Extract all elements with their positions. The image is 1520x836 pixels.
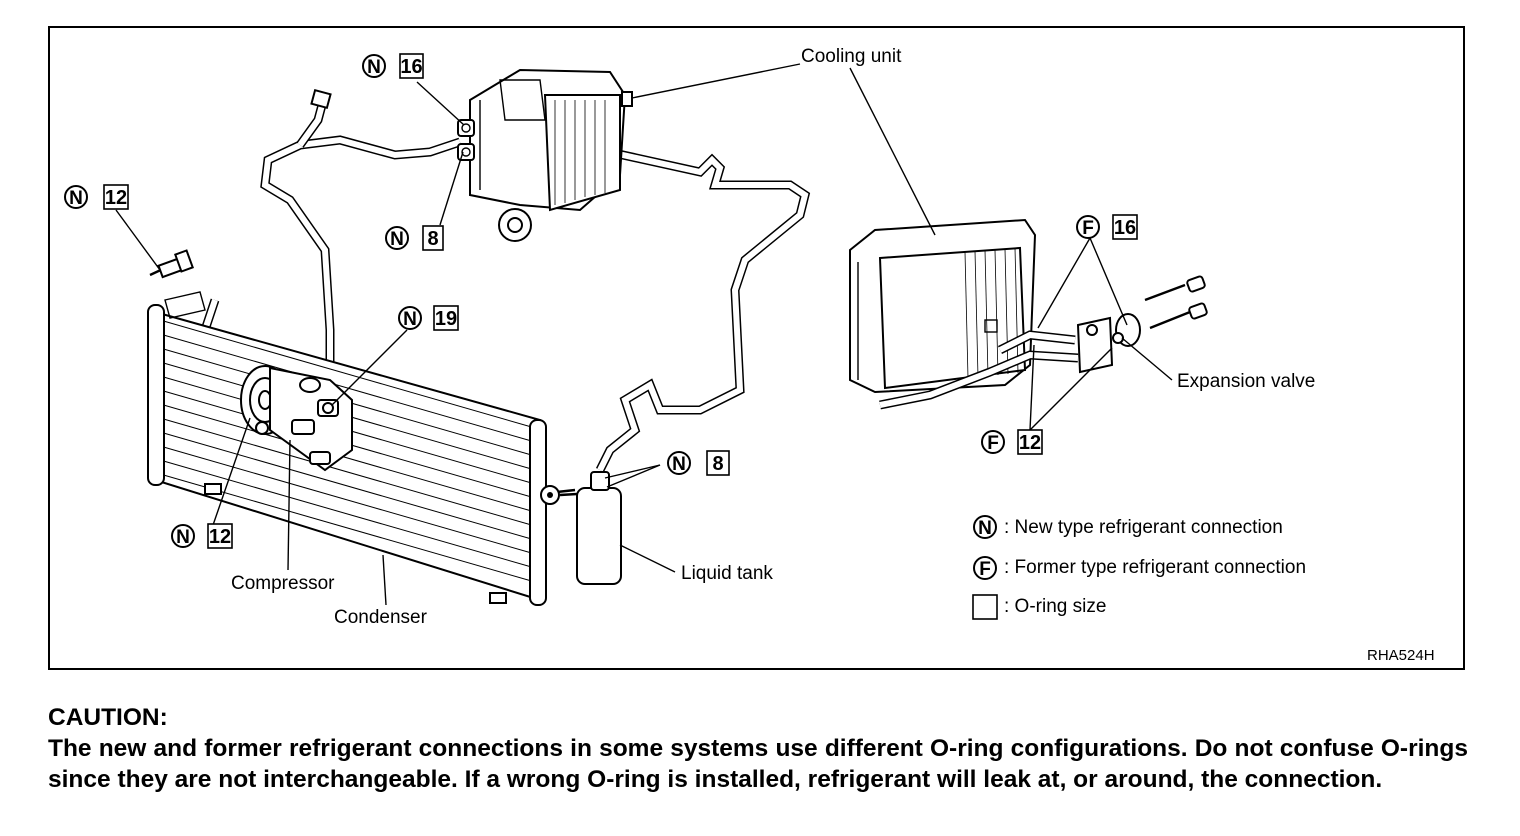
- o-ring-size: 16: [400, 56, 422, 78]
- o-ring-size: 12: [105, 187, 127, 209]
- diagram-frame: [48, 26, 1465, 670]
- o-ring-size-box: [399, 53, 424, 79]
- o-ring-size-box: [706, 450, 730, 476]
- symbol-n: N: [672, 454, 686, 475]
- leader-lines: [115, 63, 1173, 606]
- symbol-n: N: [69, 188, 83, 209]
- legend-new-symbol: [973, 515, 997, 539]
- o-ring-size: 12: [1019, 432, 1041, 454]
- legend-former-type: : Former type refrigerant connection: [1004, 557, 1306, 578]
- symbol-n: N: [176, 527, 190, 548]
- label-cooling-unit: Cooling unit: [801, 46, 902, 67]
- new-type-symbol: [64, 185, 88, 209]
- label-condenser: Condenser: [334, 607, 428, 628]
- refrigerant-connections-diagram: Cooling unit Expansion valve Compressor …: [48, 26, 1465, 670]
- figure-code: RHA524H: [1367, 647, 1435, 664]
- caution-body: The new and former refrigerant connectio…: [48, 735, 1468, 793]
- new-type-symbol: [171, 524, 195, 548]
- new-type-symbol: [667, 451, 691, 475]
- callout-condenser-inlet: N 12: [64, 184, 129, 210]
- callout-compressor-discharge: N 19: [398, 305, 459, 331]
- legend-new-type: : New type refrigerant connection: [1004, 517, 1283, 538]
- o-ring-size-box: [103, 184, 129, 210]
- cooling-unit-detail: [849, 218, 1208, 410]
- symbol-n: N: [390, 229, 404, 250]
- former-type-symbol: [981, 430, 1005, 454]
- caution-title: CAUTION:: [48, 704, 168, 731]
- new-type-symbol: [385, 226, 409, 250]
- o-ring-size: 12: [209, 526, 231, 548]
- o-ring-size-box: [1112, 214, 1138, 240]
- legend-o-ring-size: : O-ring size: [1004, 596, 1106, 617]
- symbol-n: N: [403, 309, 417, 330]
- label-liquid-tank: Liquid tank: [681, 563, 773, 584]
- legend: N : New type refrigerant connection F : …: [972, 515, 1306, 620]
- callout-compressor-suction: N 12: [171, 523, 233, 549]
- o-ring-size: 16: [1114, 217, 1136, 239]
- callout-liquid-tank: N 8: [667, 450, 730, 476]
- former-type-symbol: [1076, 215, 1100, 239]
- legend-symbol-f: F: [979, 559, 991, 580]
- o-ring-size-box: [422, 225, 444, 251]
- o-ring-size-box: [433, 305, 459, 331]
- o-ring-size: 19: [435, 308, 457, 330]
- callout-cooling-unit-top: N 16: [362, 53, 424, 79]
- o-ring-size-box: [1017, 429, 1043, 455]
- callout-cooling-unit-bottom: N 8: [385, 225, 444, 251]
- legend-o-ring-box: [972, 594, 998, 620]
- symbol-f: F: [987, 433, 999, 454]
- o-ring-size: 8: [712, 453, 723, 475]
- callout-expansion-valve-bottom: F 12: [981, 429, 1043, 455]
- callout-expansion-valve-top: F 16: [1076, 214, 1138, 240]
- liquid-tank: [559, 471, 622, 585]
- symbol-f: F: [1082, 218, 1094, 239]
- legend-former-symbol: [973, 556, 997, 580]
- o-ring-size-box: [207, 523, 233, 549]
- legend-symbol-n: N: [978, 518, 992, 539]
- o-ring-size: 8: [427, 228, 438, 250]
- label-expansion-valve: Expansion valve: [1177, 371, 1315, 392]
- new-type-symbol: [398, 306, 422, 330]
- caution-notice: CAUTION: The new and former refrigerant …: [48, 702, 1468, 795]
- symbol-n: N: [367, 57, 381, 78]
- cooling-unit-upper: [457, 68, 633, 242]
- label-compressor: Compressor: [231, 573, 335, 594]
- new-type-symbol: [362, 54, 386, 78]
